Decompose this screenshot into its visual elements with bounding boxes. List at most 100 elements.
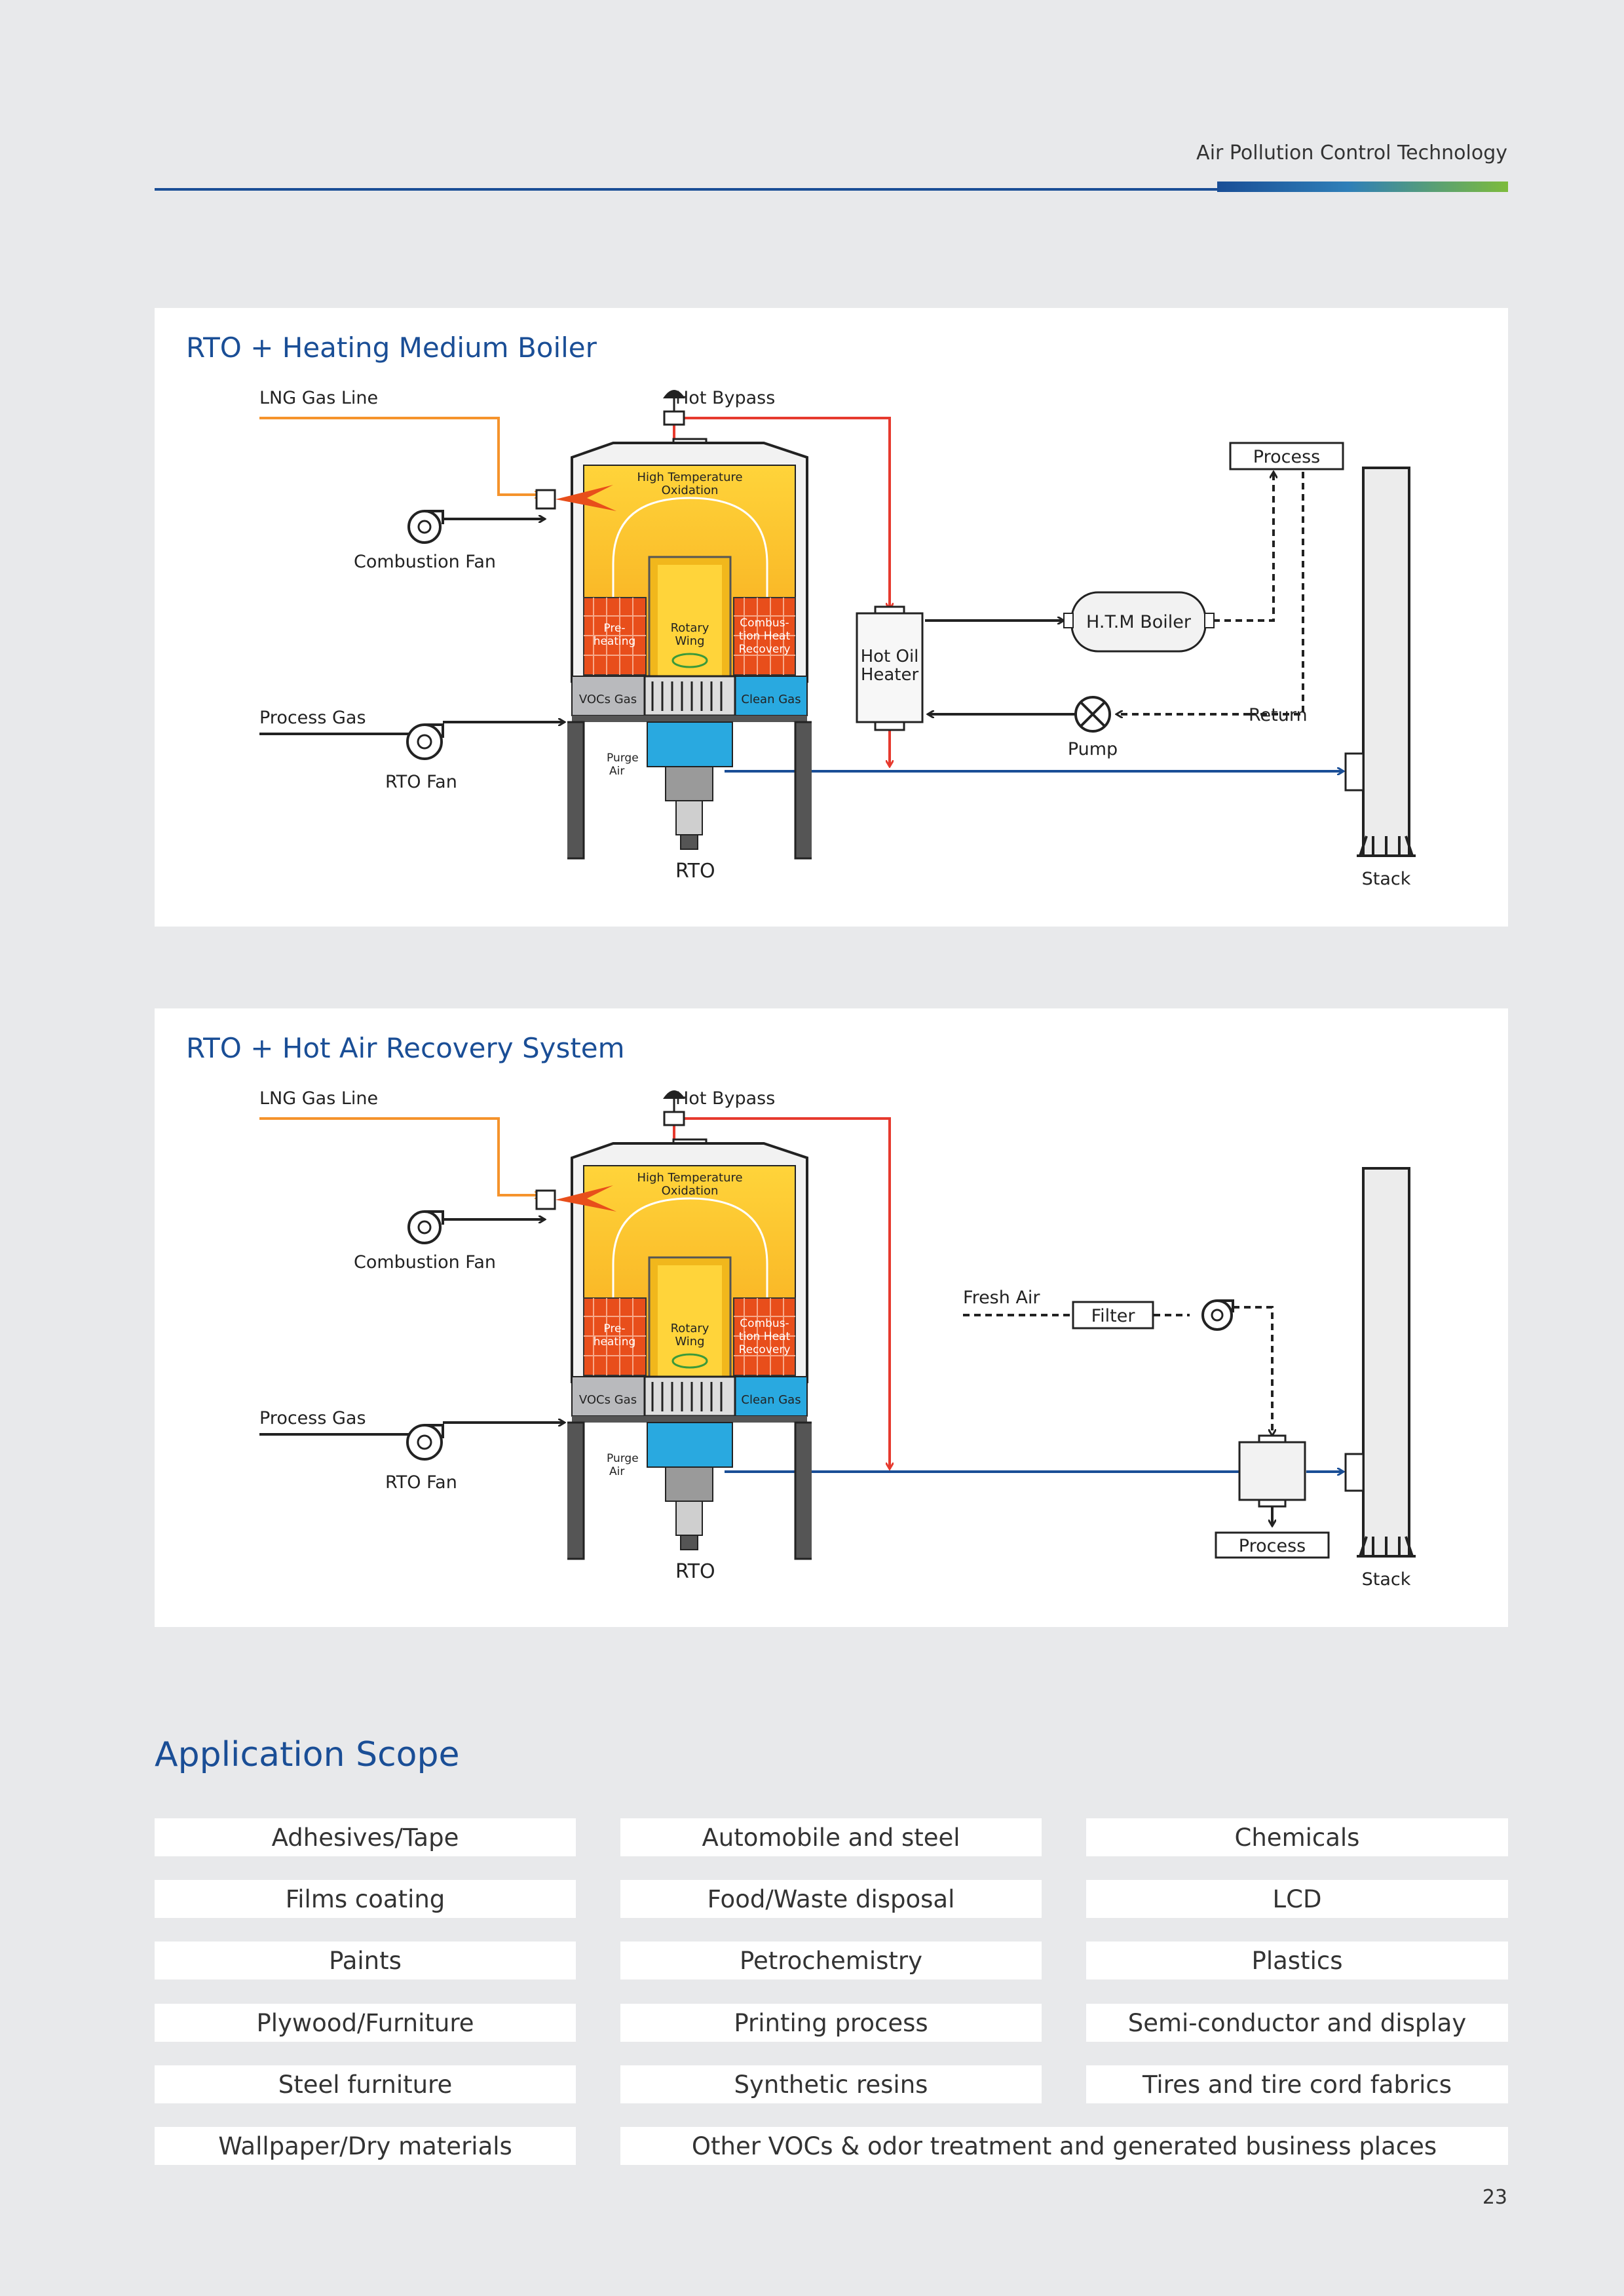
label-combustion-fan: Combustion Fan: [354, 552, 496, 572]
label-rotary-2: Wing: [675, 634, 704, 648]
diagram-title: RTO + Heating Medium Boiler: [186, 332, 597, 364]
rto-unit: [535, 1138, 812, 1560]
label-preheating-2: heating: [594, 1335, 636, 1349]
scope-item: Semi-conductor and display: [1086, 2004, 1508, 2042]
lng-gas-line: [259, 417, 541, 495]
label-combustion-heat-1: Combus-: [740, 617, 789, 630]
stack: [1344, 467, 1416, 857]
label-combustion-heat-3: Recovery: [739, 1343, 791, 1356]
label-purge-1: Purge: [607, 752, 639, 765]
htm-boiler: [1063, 591, 1215, 653]
label-htm-boiler: H.T.M Boiler: [1086, 612, 1192, 632]
label-purge-2: Air: [609, 1465, 624, 1478]
scope-item: Plastics: [1086, 1942, 1508, 1980]
label-hot-bypass: Hot Bypass: [675, 1088, 775, 1109]
label-clean-gas: Clean Gas: [741, 1393, 801, 1407]
label-lng-gas-line: LNG Gas Line: [259, 1088, 378, 1109]
label-hto-2: Oxidation: [662, 484, 719, 497]
process-box: [1229, 442, 1344, 470]
lng-gas-line: [259, 1117, 541, 1195]
label-hto-1: High Temperature: [637, 1171, 742, 1185]
hot-oil-heater: [856, 605, 924, 731]
rto-fan-icon: [406, 1424, 444, 1461]
scope-item: Paints: [155, 1942, 576, 1980]
label-combustion-heat-1: Combus-: [740, 1317, 789, 1330]
label-process-gas: Process Gas: [259, 708, 366, 728]
label-hot-oil-heater-1: Hot Oil: [861, 647, 919, 666]
scope-item: Petrochemistry: [620, 1942, 1042, 1980]
header-gradient-bar: [1217, 182, 1508, 192]
hot-bypass-line: [673, 1117, 890, 1469]
application-scope-title: Application Scope: [155, 1735, 460, 1774]
label-rto: RTO: [675, 860, 715, 883]
bypass-valve-icon: [663, 1090, 685, 1126]
combustion-fan-icon: [407, 1210, 444, 1244]
rto-unit: [535, 438, 812, 860]
header-rule: [155, 188, 1217, 191]
label-purge-2: Air: [609, 765, 624, 778]
label-hot-oil-heater-2: Heater: [861, 665, 919, 685]
label-rto-fan: RTO Fan: [385, 772, 457, 792]
label-stack: Stack: [1362, 869, 1411, 889]
label-preheating-1: Pre-: [603, 622, 625, 635]
label-hot-bypass: Hot Bypass: [675, 388, 775, 408]
scope-item: Printing process: [620, 2004, 1042, 2042]
scope-item: LCD: [1086, 1880, 1508, 1918]
rto-boiler-diagram: LNG Gas Line Hot Bypass Combustion Fan P…: [259, 388, 1416, 889]
label-rotary-1: Rotary: [671, 621, 709, 635]
fresh-air-fan-icon: [1201, 1299, 1234, 1331]
label-rotary-1: Rotary: [671, 1322, 709, 1335]
scope-item: Wallpaper/Dry materials: [155, 2127, 576, 2165]
pump-icon: [1074, 696, 1111, 733]
label-combustion-heat-2: tion Heat: [739, 1330, 791, 1343]
combustion-fan-icon: [407, 510, 444, 544]
scope-item: Synthetic resins: [620, 2065, 1042, 2103]
label-preheating-2: heating: [594, 635, 636, 648]
label-hto-1: High Temperature: [637, 470, 742, 484]
rto-hot-air-diagram: LNG Gas Line Hot Bypass Combustion Fan P…: [259, 1088, 1416, 1590]
hot-bypass-line: [673, 417, 890, 609]
label-preheating-1: Pre-: [603, 1322, 625, 1335]
diagram-title: RTO + Hot Air Recovery System: [186, 1032, 625, 1064]
diagram-panel-hot-air-recovery: RTO + Hot Air Recovery System: [155, 1008, 1508, 1627]
fan-to-exchanger-line: [1233, 1306, 1272, 1436]
process-box: [1215, 1531, 1330, 1559]
label-stack: Stack: [1362, 1569, 1411, 1590]
page-number: 23: [1482, 2186, 1507, 2209]
label-vocs-gas: VOCs Gas: [579, 693, 637, 706]
scope-item: Automobile and steel: [620, 1818, 1042, 1856]
stack: [1344, 1167, 1416, 1558]
rto-fan-icon: [406, 723, 444, 760]
label-return: Return: [1249, 705, 1308, 725]
label-process: Process: [1239, 1536, 1306, 1556]
scope-item: Steel furniture: [155, 2065, 576, 2103]
bypass-valve-icon: [663, 390, 685, 426]
scope-item: Films coating: [155, 1880, 576, 1918]
label-clean-gas: Clean Gas: [741, 693, 801, 706]
diagram-panel-heating-medium-boiler: RTO + Heating Medium Boiler: [155, 308, 1508, 927]
label-hto-2: Oxidation: [662, 1184, 719, 1198]
label-process: Process: [1253, 447, 1320, 467]
return-line: [1250, 472, 1304, 716]
scope-item: Chemicals: [1086, 1818, 1508, 1856]
scope-item: Adhesives/Tape: [155, 1818, 576, 1856]
label-filter: Filter: [1091, 1306, 1136, 1326]
boiler-to-process-line: [1213, 472, 1274, 622]
scope-item: Food/Waste disposal: [620, 1880, 1042, 1918]
label-rto: RTO: [675, 1560, 715, 1583]
label-rto-fan: RTO Fan: [385, 1472, 457, 1493]
filter-box: [1072, 1301, 1154, 1330]
scope-item: Plywood/Furniture: [155, 2004, 576, 2042]
label-fresh-air: Fresh Air: [963, 1288, 1040, 1308]
header-title: Air Pollution Control Technology: [1196, 142, 1507, 164]
label-lng-gas-line: LNG Gas Line: [259, 388, 378, 408]
label-combustion-fan: Combustion Fan: [354, 1252, 496, 1272]
scope-item: Tires and tire cord fabrics: [1086, 2065, 1508, 2103]
scope-item: Other VOCs & odor treatment and generate…: [620, 2127, 1508, 2165]
label-vocs-gas: VOCs Gas: [579, 1393, 637, 1407]
label-combustion-heat-3: Recovery: [739, 643, 791, 656]
label-pump: Pump: [1068, 739, 1118, 759]
heat-exchanger: [1238, 1434, 1306, 1508]
label-rotary-2: Wing: [675, 1335, 704, 1349]
label-process-gas: Process Gas: [259, 1408, 366, 1428]
